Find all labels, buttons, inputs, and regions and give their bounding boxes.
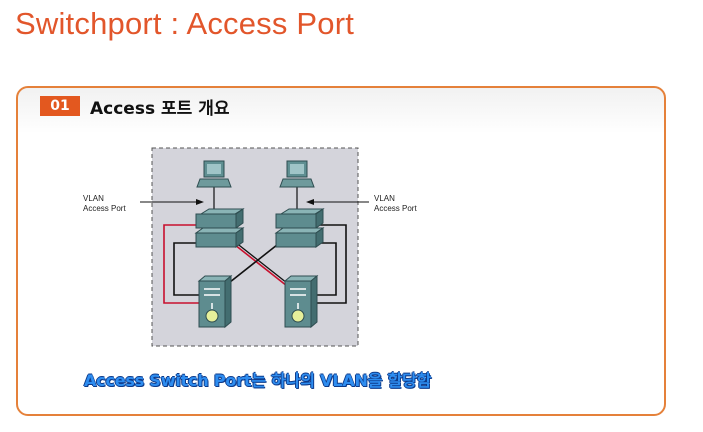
section-number-badge: 01 (40, 96, 80, 116)
section-card: 01 Access 포트 개요 VLAN Access Port VLAN Ac… (16, 86, 666, 416)
uplink-cables (163, 224, 347, 304)
right-multilayer-switch-icon (283, 274, 319, 329)
left-arrow (140, 199, 204, 205)
right-access-switch-icon (274, 208, 325, 248)
left-pc-icon (196, 160, 232, 188)
access-port-diagram: VLAN Access Port VLAN Access Port (80, 143, 430, 353)
switch-domain-area (151, 147, 359, 347)
right-vlan-label: VLAN (374, 194, 395, 203)
left-multilayer-switch-icon (197, 274, 233, 329)
left-vlan-label: VLAN (83, 194, 104, 203)
right-pc-icon (279, 160, 315, 188)
right-arrow (306, 199, 369, 205)
page-title: Switchport : Access Port (15, 6, 355, 41)
section-heading: Access 포트 개요 (90, 99, 230, 119)
caption-text: Access Switch Port는 하나의 VLAN을 할당함 (84, 371, 432, 390)
left-access-switch-icon (194, 208, 245, 248)
right-access-port-label: Access Port (374, 204, 417, 213)
left-access-port-label: Access Port (83, 204, 126, 213)
